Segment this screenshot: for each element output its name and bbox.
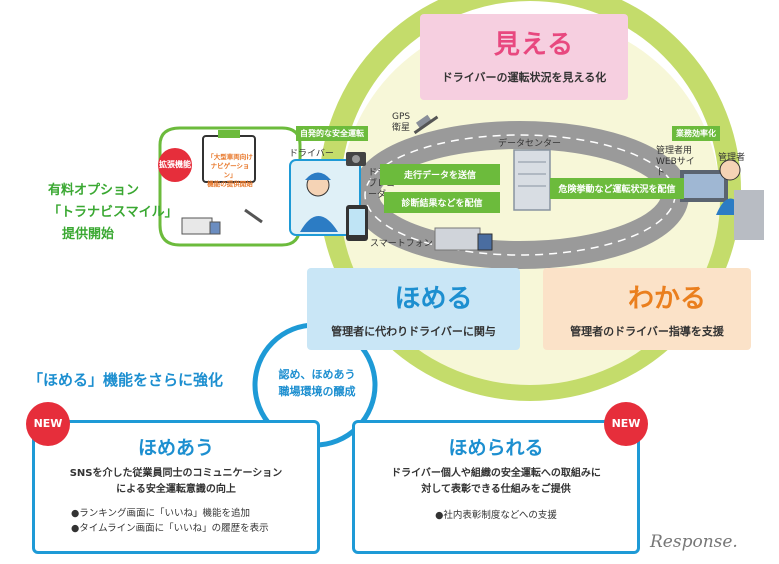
mieru-subtitle: ドライバーの運転状況を見える化 (441, 71, 607, 84)
response-watermark: Response. (650, 532, 738, 552)
satellite-icon (415, 114, 433, 130)
homeau-box: ほめあう SNSを介した従業員同士のコミュニケーション による安全運転意識の向上… (32, 420, 320, 554)
homerareru-text: ドライバー個人や組織の安全運転への取組みに 対して表彰できる仕組みをご提供 (355, 466, 637, 498)
new-badge-left: NEW (26, 402, 70, 446)
device-line-2: ナビゲーション」 (210, 162, 250, 179)
circle-text: 認め、ほめあう 職場環境の醸成 (272, 366, 362, 400)
homerareru-box: ほめられる ドライバー個人や組織の安全運転への取組みに 対して表彰できる仕組みを… (352, 420, 640, 554)
homeau-bullets: ●ランキング画面に「いいね」機能を追加 ●タイムライン画面に「いいね」の履歴を表… (35, 506, 317, 536)
homeau-text-2: による安全運転意識の向上 (116, 484, 236, 495)
gps-label: GPS衛星 (392, 112, 411, 133)
option-line-1: 有料オプション (48, 183, 140, 198)
datacenter-label: データセンター (498, 139, 562, 149)
circle-line-2: 職場環境の醸成 (278, 385, 356, 398)
homeru-subtitle: 管理者に代わりドライバーに関与 (331, 325, 496, 338)
homerareru-title: ほめられる (448, 437, 544, 459)
homeru-title: ほめる (394, 284, 473, 314)
expansion-badge: 拡張機能 (158, 148, 192, 182)
driver-label: ドライバー (289, 149, 334, 159)
arrow-send-data: 走行データを送信 (380, 164, 500, 185)
efficiency-tag: 業務効率化 (672, 126, 720, 141)
mieru-panel: 見える ドライバーの運転状況を見える化 (420, 14, 628, 100)
safe-driving-tag: 自発的な安全運転 (296, 126, 368, 141)
wakaru-subtitle: 管理者のドライバー指導を支援 (570, 325, 724, 338)
homerareru-bullets: ●社内表彰制度などへの支援 (355, 508, 637, 523)
homerareru-text-1: ドライバー個人や組織の安全運転への取組みに (391, 468, 601, 479)
homeru-panel: ほめる 管理者に代わりドライバーに関与 (307, 268, 520, 350)
server-icon (513, 149, 551, 211)
smartphone-label: スマートフォン (370, 239, 433, 249)
mieru-title: 見える (493, 30, 575, 60)
homeau-text: SNSを介した従業員同士のコミュニケーション による安全運転意識の向上 (35, 466, 317, 498)
homeau-bullet-1: ●ランキング画面に「いいね」機能を追加 (71, 508, 251, 519)
truck-small-icon (181, 217, 213, 235)
circle-line-1: 認め、ほめあう (278, 368, 356, 381)
option-text: 有料オプション 「トラナビスマイル」 提供開始 (48, 180, 178, 246)
manager-label: 管理者 (718, 153, 746, 163)
homeau-title: ほめあう (137, 437, 214, 459)
website-label: 管理者用WEBサイト (656, 146, 695, 178)
arrow-deliver-status: 危険挙動など運転状況を配信 (550, 178, 684, 199)
truck-icon (434, 227, 481, 251)
wakaru-title: わかる (627, 284, 706, 314)
arrow-deliver-result: 診断結果などを配信 (384, 192, 500, 213)
homerareru-text-2: 対して表彰できる仕組みをご提供 (421, 484, 571, 495)
homerareru-bullet-1: ●社内表彰制度などへの支援 (435, 510, 557, 521)
wakaru-panel: わかる 管理者のドライバー指導を支援 (543, 268, 751, 350)
option-line-2: 「トラナビスマイル」 (48, 205, 178, 220)
device-text: 「大型車両向け ナビゲーション」 機能の提供開始 (206, 153, 254, 189)
device-line-3: 機能の提供開始 (207, 180, 253, 188)
device-line-1: 「大型車両向け (207, 153, 253, 161)
homeau-bullet-2: ●タイムライン画面に「いいね」の履歴を表示 (71, 523, 269, 534)
small-satellite-icon (244, 208, 263, 224)
option-line-3: 提供開始 (62, 227, 115, 242)
homeau-text-1: SNSを介した従業員同士のコミュニケーション (69, 468, 283, 479)
new-badge-right: NEW (604, 402, 648, 446)
manager-illustration (719, 159, 741, 181)
headline: 「ほめる」機能をさらに強化 (28, 371, 224, 389)
